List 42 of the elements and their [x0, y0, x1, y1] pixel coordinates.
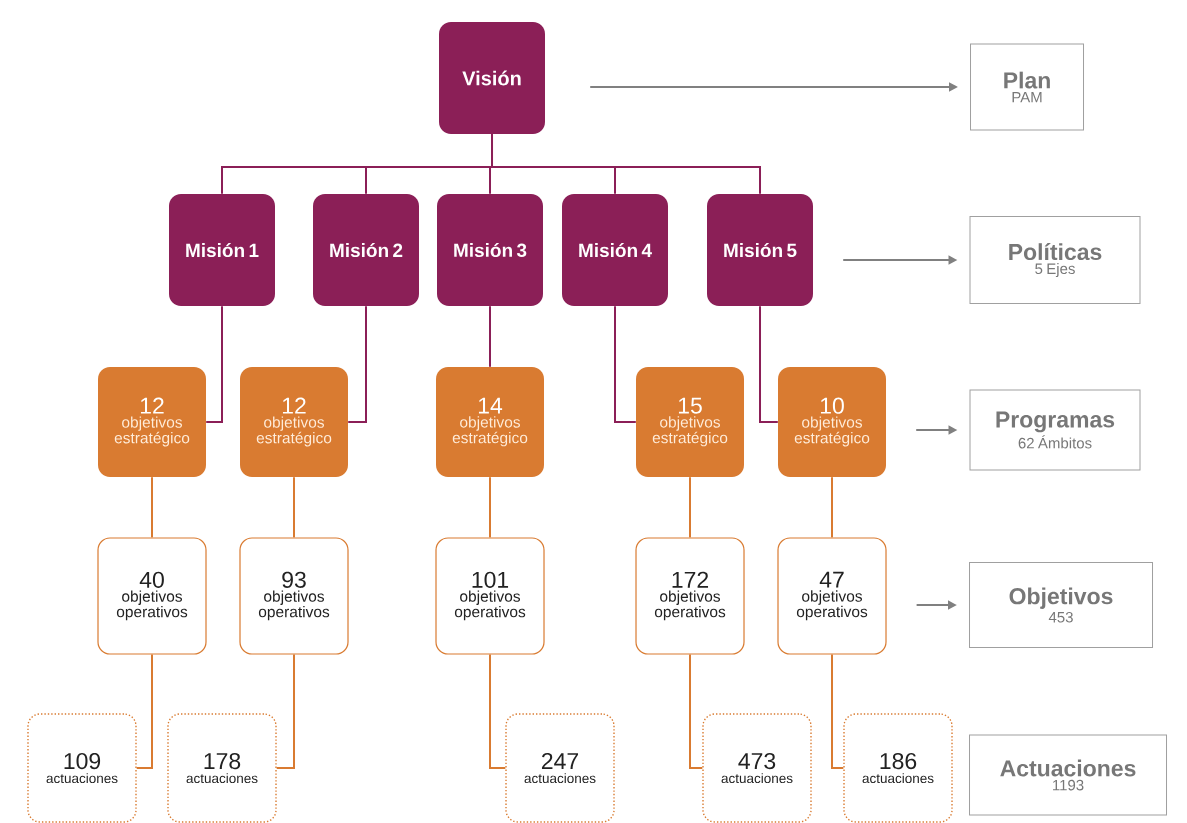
- level-box: Políticas 5 Ejes: [969, 216, 1141, 304]
- connector-line: [491, 133, 761, 195]
- connector-line: [689, 653, 704, 769]
- operative-objectives-box: 93 objetivos operativos: [239, 537, 349, 655]
- connector-line: [614, 305, 637, 423]
- connector-line: [831, 476, 833, 539]
- connector-line: [489, 653, 507, 769]
- mission-box: Misión 3: [437, 194, 543, 306]
- connector-line: [293, 476, 295, 539]
- actions-box: 186 actuaciones: [843, 713, 953, 823]
- actions-box: 109 actuaciones: [27, 713, 137, 823]
- connector-line: [759, 305, 779, 423]
- connector-line: [135, 653, 153, 769]
- connector-line: [275, 653, 295, 769]
- operative-objectives-box: 101 objetivos operativos: [435, 537, 545, 655]
- operative-objectives-box: 40 objetivos operativos: [97, 537, 207, 655]
- connector-line: [205, 305, 223, 423]
- actions-box: 178 actuaciones: [167, 713, 277, 823]
- connector-line: [489, 476, 491, 539]
- mission-box: Misión 4: [562, 194, 668, 306]
- actions-box: 247 actuaciones: [505, 713, 615, 823]
- connector-line: [689, 476, 691, 539]
- operative-objectives-box: 172 objetivos operativos: [635, 537, 745, 655]
- level-box: Programas 62 Ámbitos: [969, 389, 1141, 471]
- operative-objectives-box: 47 objetivos operativos: [777, 537, 887, 655]
- connector-line: [347, 305, 367, 423]
- mission-box: Misión 2: [313, 194, 419, 306]
- strategic-objectives-box: 12 objetivos estratégico: [98, 367, 206, 477]
- mission-box: Misión 1: [169, 194, 275, 306]
- connector-line: [831, 653, 845, 769]
- strategic-objectives-box: 14 objetivos estratégico: [436, 367, 544, 477]
- connector-line: [489, 305, 491, 368]
- actions-box: 473 actuaciones: [702, 713, 812, 823]
- strategic-objectives-box: 15 objetivos estratégico: [636, 367, 744, 477]
- strategic-objectives-box: 10 objetivos estratégico: [778, 367, 886, 477]
- connector-line: [151, 476, 153, 539]
- vision-box: Visión: [439, 22, 545, 134]
- strategic-objectives-box: 12 objetivos estratégico: [240, 367, 348, 477]
- level-box: Plan PAM: [970, 43, 1084, 131]
- level-box: Objetivos 453: [969, 562, 1153, 648]
- mission-box: Misión 5: [707, 194, 813, 306]
- level-box: Actuaciones 1193: [969, 734, 1167, 816]
